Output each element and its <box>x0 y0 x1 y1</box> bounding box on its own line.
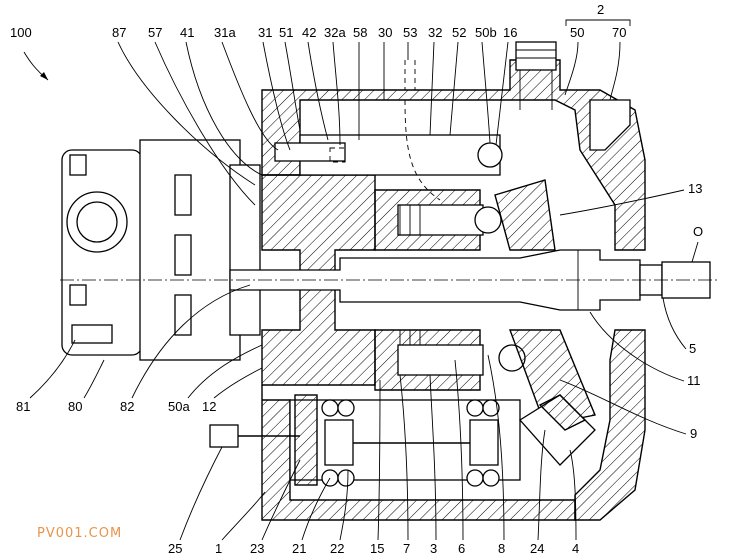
label-87: 87 <box>112 25 126 40</box>
check-ball-50b <box>477 142 503 168</box>
label-7: 7 <box>403 541 410 556</box>
top-leader-lines <box>117 41 509 206</box>
figure-number-label: 100 <box>10 25 32 40</box>
drive-shaft <box>60 249 720 311</box>
pin-hidden-detail <box>329 147 346 163</box>
label-41: 41 <box>180 25 194 40</box>
label-23: 23 <box>250 541 264 556</box>
label-25: 25 <box>168 541 182 556</box>
right-label-group: 13 O 5 11 9 <box>559 181 703 441</box>
watermark-text: PV001.COM <box>37 526 122 541</box>
housing-bottom-wall <box>261 385 576 521</box>
label-70: 70 <box>612 25 626 40</box>
dashed-passage-53 <box>404 60 441 201</box>
label-13: 13 <box>688 181 702 196</box>
left-label-group: 81 80 82 50a 12 <box>16 284 263 414</box>
label-4: 4 <box>572 541 579 556</box>
label-31a: 31a <box>214 25 236 40</box>
end-plug-23 <box>294 394 318 486</box>
figure-arrow-head <box>40 72 48 80</box>
spring-upper <box>399 205 421 235</box>
top-plug-16 <box>515 41 557 71</box>
spring-lower <box>399 330 421 345</box>
shoe-ball-upper <box>474 206 502 234</box>
bracket-line <box>565 19 631 26</box>
label-58: 58 <box>353 25 367 40</box>
housing-end-cavity <box>589 99 631 151</box>
label-21: 21 <box>292 541 306 556</box>
label-81: 81 <box>16 399 30 414</box>
gear-pump-unit <box>61 139 261 361</box>
label-11: 11 <box>687 373 701 388</box>
label-50b: 50b <box>475 25 497 40</box>
label-24: 24 <box>530 541 544 556</box>
cover-boss-c <box>71 324 113 344</box>
gear-pump-bolt-b <box>174 234 192 276</box>
servo-head-hatch <box>538 394 587 431</box>
cover-boss-a <box>69 284 87 306</box>
swash-plate-upper <box>494 179 556 251</box>
label-22: 22 <box>330 541 344 556</box>
label-15: 15 <box>370 541 384 556</box>
label-52: 52 <box>452 25 466 40</box>
bearing-set-left <box>321 399 355 487</box>
suction-port-inner <box>76 201 118 243</box>
label-53: 53 <box>403 25 417 40</box>
lower-assembly <box>209 394 596 487</box>
label-12: 12 <box>202 399 216 414</box>
figure-number-group: 100 <box>10 25 49 81</box>
gear-pump-bolt-a <box>174 174 192 216</box>
bearing-set-right <box>466 399 500 487</box>
label-9: 9 <box>690 426 697 441</box>
label-42: 42 <box>302 25 316 40</box>
label-80: 80 <box>68 399 82 414</box>
gear-pump-flange <box>229 164 261 336</box>
label-30: 30 <box>378 25 392 40</box>
top-label-group: 87 57 41 31a 31 51 42 32a 58 30 53 32 52… <box>112 25 517 40</box>
bottom-label-group: 25 1 23 21 22 15 7 3 6 8 24 4 <box>168 354 579 556</box>
piston-lower <box>397 344 484 376</box>
label-8: 8 <box>498 541 505 556</box>
swash-plate-lower <box>508 329 596 426</box>
label-32: 32 <box>428 25 442 40</box>
label-O: O <box>693 224 703 239</box>
label-51: 51 <box>279 25 293 40</box>
label-3: 3 <box>430 541 437 556</box>
adjuster-bolt-25 <box>209 424 239 448</box>
label-57: 57 <box>148 25 162 40</box>
cover-boss-b <box>69 154 87 176</box>
rotary-group <box>374 179 596 426</box>
piston-upper <box>397 204 484 236</box>
pin-31a <box>274 142 346 162</box>
label-16: 16 <box>503 25 517 40</box>
gear-pump-bolt-c <box>174 294 192 336</box>
label-1: 1 <box>215 541 222 556</box>
label-50a: 50a <box>168 399 190 414</box>
label-6: 6 <box>458 541 465 556</box>
label-50: 50 <box>570 25 584 40</box>
group-bracket: 2 50 70 <box>564 2 631 101</box>
label-5: 5 <box>689 341 696 356</box>
gear-pump-cover-81 <box>61 149 143 356</box>
label-2: 2 <box>597 2 604 17</box>
label-32a: 32a <box>324 25 346 40</box>
label-82: 82 <box>120 399 134 414</box>
label-31: 31 <box>258 25 272 40</box>
